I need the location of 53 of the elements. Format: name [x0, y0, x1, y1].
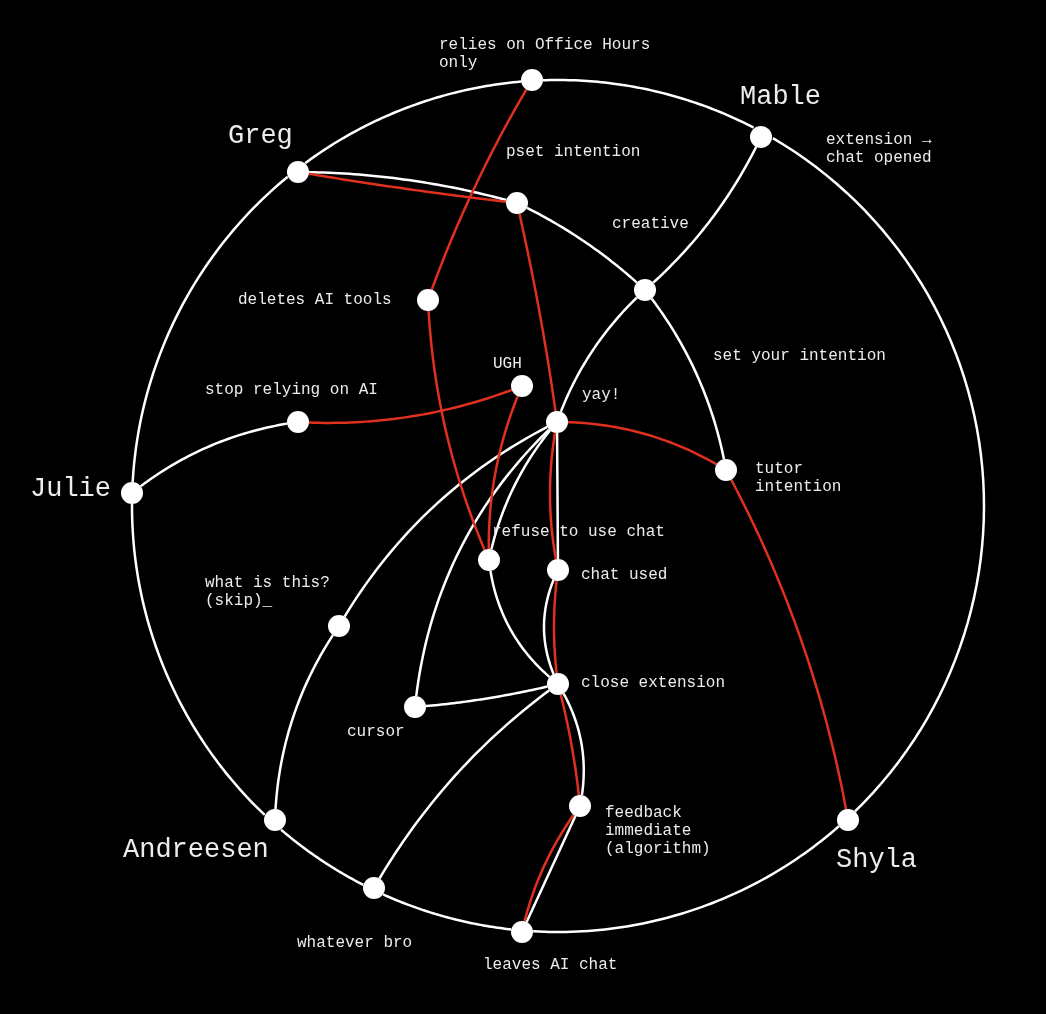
person-name: Mable	[740, 82, 821, 112]
connector-line	[518, 213, 557, 412]
connector-line	[652, 146, 758, 284]
connector-line	[555, 433, 560, 559]
edge-label: set your intention	[713, 347, 886, 365]
person-name: Shyla	[836, 845, 917, 875]
node-label: feedback immediate (algorithm)	[605, 804, 712, 858]
node-label: what is this? (skip)_	[205, 574, 331, 610]
node-label: yay!	[582, 386, 621, 404]
node-label: leaves AI chat	[483, 956, 618, 974]
connector-line	[139, 422, 288, 488]
connector-line	[430, 88, 528, 291]
connector-line	[543, 78, 755, 129]
connector-line	[382, 893, 512, 931]
connector-line	[487, 395, 519, 549]
node-label: stop relying on AI	[205, 381, 378, 399]
connector-line	[559, 296, 638, 413]
connector-line	[567, 420, 718, 466]
connector-line	[415, 428, 550, 697]
node-label: whatever bro	[297, 934, 413, 952]
connector-line	[489, 570, 551, 678]
connector-line	[378, 689, 550, 880]
node-label: extension → chat opened	[826, 131, 933, 167]
connector-line	[533, 825, 840, 934]
node-label: deletes AI tools	[238, 291, 392, 309]
node-label: tutor intention	[755, 460, 843, 496]
person-name: Greg	[228, 121, 293, 151]
connector-line	[730, 479, 848, 810]
connector-line	[772, 137, 986, 813]
node-label: creative	[612, 215, 689, 233]
node-label: relies on Office Hours only	[439, 36, 652, 72]
person-name: Julie	[30, 474, 111, 504]
connector-line	[130, 504, 266, 816]
connector-line	[542, 579, 555, 675]
connector-line	[274, 634, 334, 810]
connector-line	[343, 425, 548, 618]
connector-line	[490, 429, 551, 550]
connector-line	[131, 175, 289, 483]
connector-line	[304, 80, 522, 165]
node-label: close extension	[581, 674, 726, 692]
connector-line	[650, 297, 726, 460]
connector-line	[548, 432, 558, 560]
connector-line	[425, 685, 548, 708]
person-name: Andreesen	[123, 835, 269, 865]
connector-line	[308, 388, 513, 425]
node-label: UGH	[493, 355, 522, 373]
node-label: pset intention	[506, 143, 641, 161]
connector-line	[280, 828, 364, 886]
connector-line	[427, 310, 486, 551]
node-label: chat used	[581, 566, 668, 584]
connector-line	[526, 206, 638, 284]
connector-line	[552, 580, 558, 674]
node-label: cursor	[347, 723, 405, 741]
